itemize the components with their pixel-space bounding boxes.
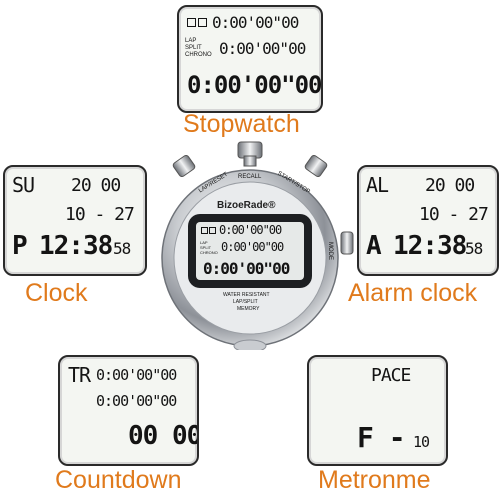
alarm-caption: Alarm clock [348,279,478,307]
split-indicator-icon [198,18,207,27]
watch-lcd-row3: 0:00'00"00 [203,259,290,278]
clock-lcd-panel: SU 20 00 10 - 27 P 12:38 58 [3,165,147,276]
stopwatch-row2: 0:00'00"00 [219,39,306,58]
clock-mode: SU [12,173,35,197]
stopwatch-label-lap: LAP [185,38,197,44]
watch-lcd-label-split: SPLIT [200,245,212,250]
countdown-lcd-panel: TR 0:00'00"00 0:00'00"00 00 00 [58,355,199,466]
countdown-row2: 0:00'00"00 [96,392,177,410]
watch-footer-lap-split: LAP/SPLIT [233,299,258,305]
watch-footer-water-resistant: WATER RESISTANT [223,292,270,298]
clock-seconds: 58 [113,239,131,258]
stopwatch-caption: Stopwatch [183,110,300,138]
stopwatch-lcd-panel: 0:00'00"00 LAP SPLIT CHRONO 0:00'00"00 0… [177,5,323,113]
metronome-mode: PACE [371,365,411,386]
alarm-year: 20 00 [425,175,475,196]
metronome-letter: F - [357,421,406,454]
stopwatch-label-chrono: CHRONO [185,52,212,58]
countdown-row1: 0:00'00"00 [96,366,177,384]
alarm-mode: AL [366,173,389,197]
stopwatch-body-icon [161,141,354,350]
metronome-caption: Metronme [318,466,431,494]
countdown-caption: Countdown [55,466,182,494]
watch-lap-indicator-icon [201,227,208,234]
alarm-date: 10 - 27 [419,204,489,225]
stopwatch-device: LAP/RESET RECALL START/STOP MODE BizoeRa… [145,140,355,350]
metronome-number: 10 [413,433,430,451]
metronome-lcd-panel: PACE F - 10 [307,355,448,466]
clock-year: 20 00 [71,175,121,196]
watch-lcd-row1: 0:00'00"00 [219,223,282,237]
stopwatch-row3: 0:00'00"00 [187,71,322,99]
watch-footer-memory: MEMORY [237,306,260,312]
watch-lcd-label-chrono: CHRONO [200,250,218,255]
watch-split-indicator-icon [209,227,216,234]
clock-date: 10 - 27 [65,204,135,225]
watch-brand: BizoeRade® [217,200,276,211]
alarm-time: 12:38 [393,231,467,261]
clock-time: 12:38 [39,231,113,261]
alarm-lcd-panel: AL 20 00 10 - 27 A 12:38 58 [357,165,499,276]
watch-btn-mode: MODE [327,242,333,260]
watch-lcd-row2: 0:00'00"00 [221,240,284,254]
alarm-ampm: A [366,231,382,261]
watch-btn-recall: RECALL [238,174,262,180]
clock-caption: Clock [25,279,88,307]
alarm-seconds: 58 [465,239,483,258]
stopwatch-label-split: SPLIT [185,45,202,51]
watch-lcd-label-lap: LAP [200,240,208,245]
countdown-mode: TR [68,363,91,387]
countdown-row3: 00 00 [128,421,199,451]
stopwatch-row1: 0:00'00"00 [212,13,299,32]
clock-ampm: P [12,231,28,261]
lap-indicator-icon [187,18,196,27]
